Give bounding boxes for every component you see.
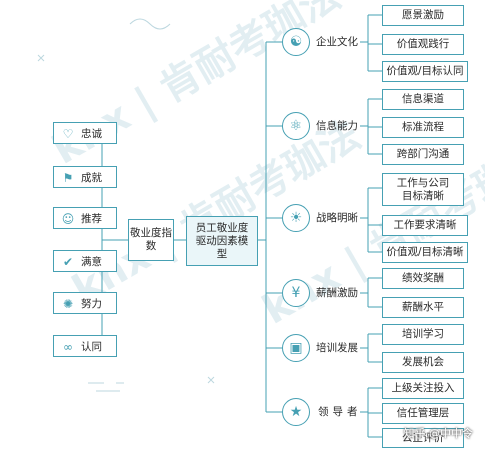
driver-item: 公正评价 [382, 428, 464, 448]
driver-label: 信息能力 [316, 120, 358, 132]
thumbs-up-icon: ✔ [62, 255, 74, 269]
driver-label: 培训发展 [316, 342, 358, 354]
index-item-label: 认同 [81, 341, 102, 353]
handshake-globe-icon: ☯ [282, 28, 310, 56]
driver-item: 愿景激励 [382, 5, 464, 26]
driver-label: 薪酬激励 [316, 287, 358, 299]
driver-label: 企业文化 [316, 36, 358, 48]
index-item-identification: ∞ 认同 [53, 335, 117, 357]
atom-icon: ⚛ [282, 112, 310, 140]
driver-item: 跨部门沟通 [382, 144, 464, 165]
index-item-label: 忠诚 [81, 128, 102, 140]
people-icon: ☺ [61, 212, 75, 226]
driver-item: 发展机会 [382, 352, 464, 373]
engagement-index-node: 敬业度指数 [128, 219, 174, 261]
star-badge-icon: ★ [282, 398, 310, 426]
driver-item: 信息渠道 [382, 89, 464, 110]
decorative-marks [37, 18, 215, 392]
driver-item: 信任管理层 [382, 403, 464, 424]
index-item-label: 满意 [81, 256, 102, 268]
index-item-label: 推荐 [81, 213, 102, 225]
index-item-label: 成就 [81, 172, 102, 184]
driver-label: 战略明晰 [316, 212, 358, 224]
handshake-icon: ∞ [63, 340, 73, 354]
index-item-satisfaction: ✔ 满意 [53, 250, 117, 272]
cropped-top-text: ······ [28, 0, 47, 4]
yen-icon: ¥ [282, 279, 310, 307]
footer-credit: 知乎 @中中令 [403, 427, 474, 440]
driver-item: 工作要求清晰 [382, 215, 468, 236]
driver-item: 工作与公司目标清晰 [382, 173, 464, 206]
driver-item: 价值观/目标清晰 [382, 242, 468, 263]
driver-item: 价值观践行 [382, 34, 464, 55]
runner-icon: ✺ [62, 297, 74, 311]
driver-label: 领导者 [318, 406, 362, 418]
heart-icon: ♡ [62, 127, 74, 141]
root-node: 员工敬业度驱动因素模型 [186, 216, 258, 266]
index-item-label: 努力 [81, 298, 102, 310]
lightbulb-icon: ☀ [282, 204, 310, 232]
index-item-recommend: ☺ 推荐 [53, 207, 117, 229]
index-item-loyalty: ♡ 忠诚 [53, 122, 117, 144]
index-item-achievement: ⚑ 成就 [53, 166, 117, 188]
driver-item: 价值观/目标认同 [382, 61, 468, 82]
driver-item: 薪酬水平 [382, 297, 464, 318]
trophy-icon: ⚑ [62, 171, 74, 185]
index-item-effort: ✺ 努力 [53, 292, 117, 314]
driver-item: 绩效奖酬 [382, 268, 464, 289]
driver-item: 培训学习 [382, 324, 464, 345]
presentation-icon: ▣ [282, 334, 310, 362]
driver-item: 上级关注投入 [382, 378, 464, 399]
driver-item: 标准流程 [382, 117, 464, 138]
